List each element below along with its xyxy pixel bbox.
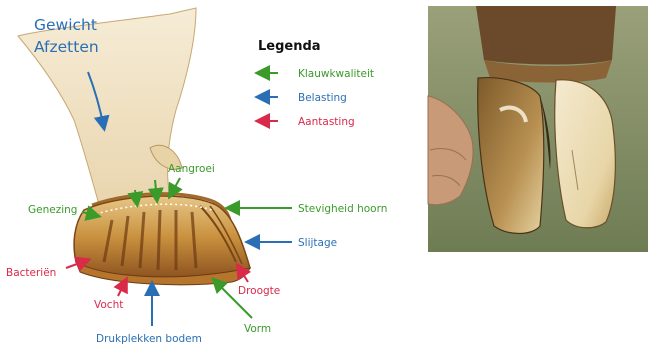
title-gewicht: Gewicht	[34, 16, 97, 34]
label-aangroei: Aangroei	[168, 163, 215, 175]
label-vocht: Vocht	[94, 299, 123, 311]
label-stevigheid-hoorn: Stevigheid hoorn	[298, 203, 387, 215]
label-vorm: Vorm	[244, 323, 271, 335]
legend-item-klauwkwaliteit: Klauwkwaliteit	[298, 68, 374, 80]
legend: Legenda Klauwkwaliteit Belasting Aantast…	[258, 39, 374, 128]
label-drukplekken-bodem: Drukplekken bodem	[96, 333, 202, 345]
arrow-vocht	[118, 280, 126, 296]
label-droogte: Droogte	[238, 285, 280, 297]
label-genezing: Genezing	[28, 204, 77, 216]
legend-item-aantasting: Aantasting	[298, 116, 355, 128]
label-slijtage: Slijtage	[298, 237, 337, 249]
title-afzetten: Afzetten	[34, 38, 99, 56]
claw-photo	[428, 6, 648, 252]
legend-item-belasting: Belasting	[298, 92, 347, 104]
legend-title: Legenda	[258, 39, 321, 54]
label-bacterien: Bacteriën	[6, 267, 56, 279]
